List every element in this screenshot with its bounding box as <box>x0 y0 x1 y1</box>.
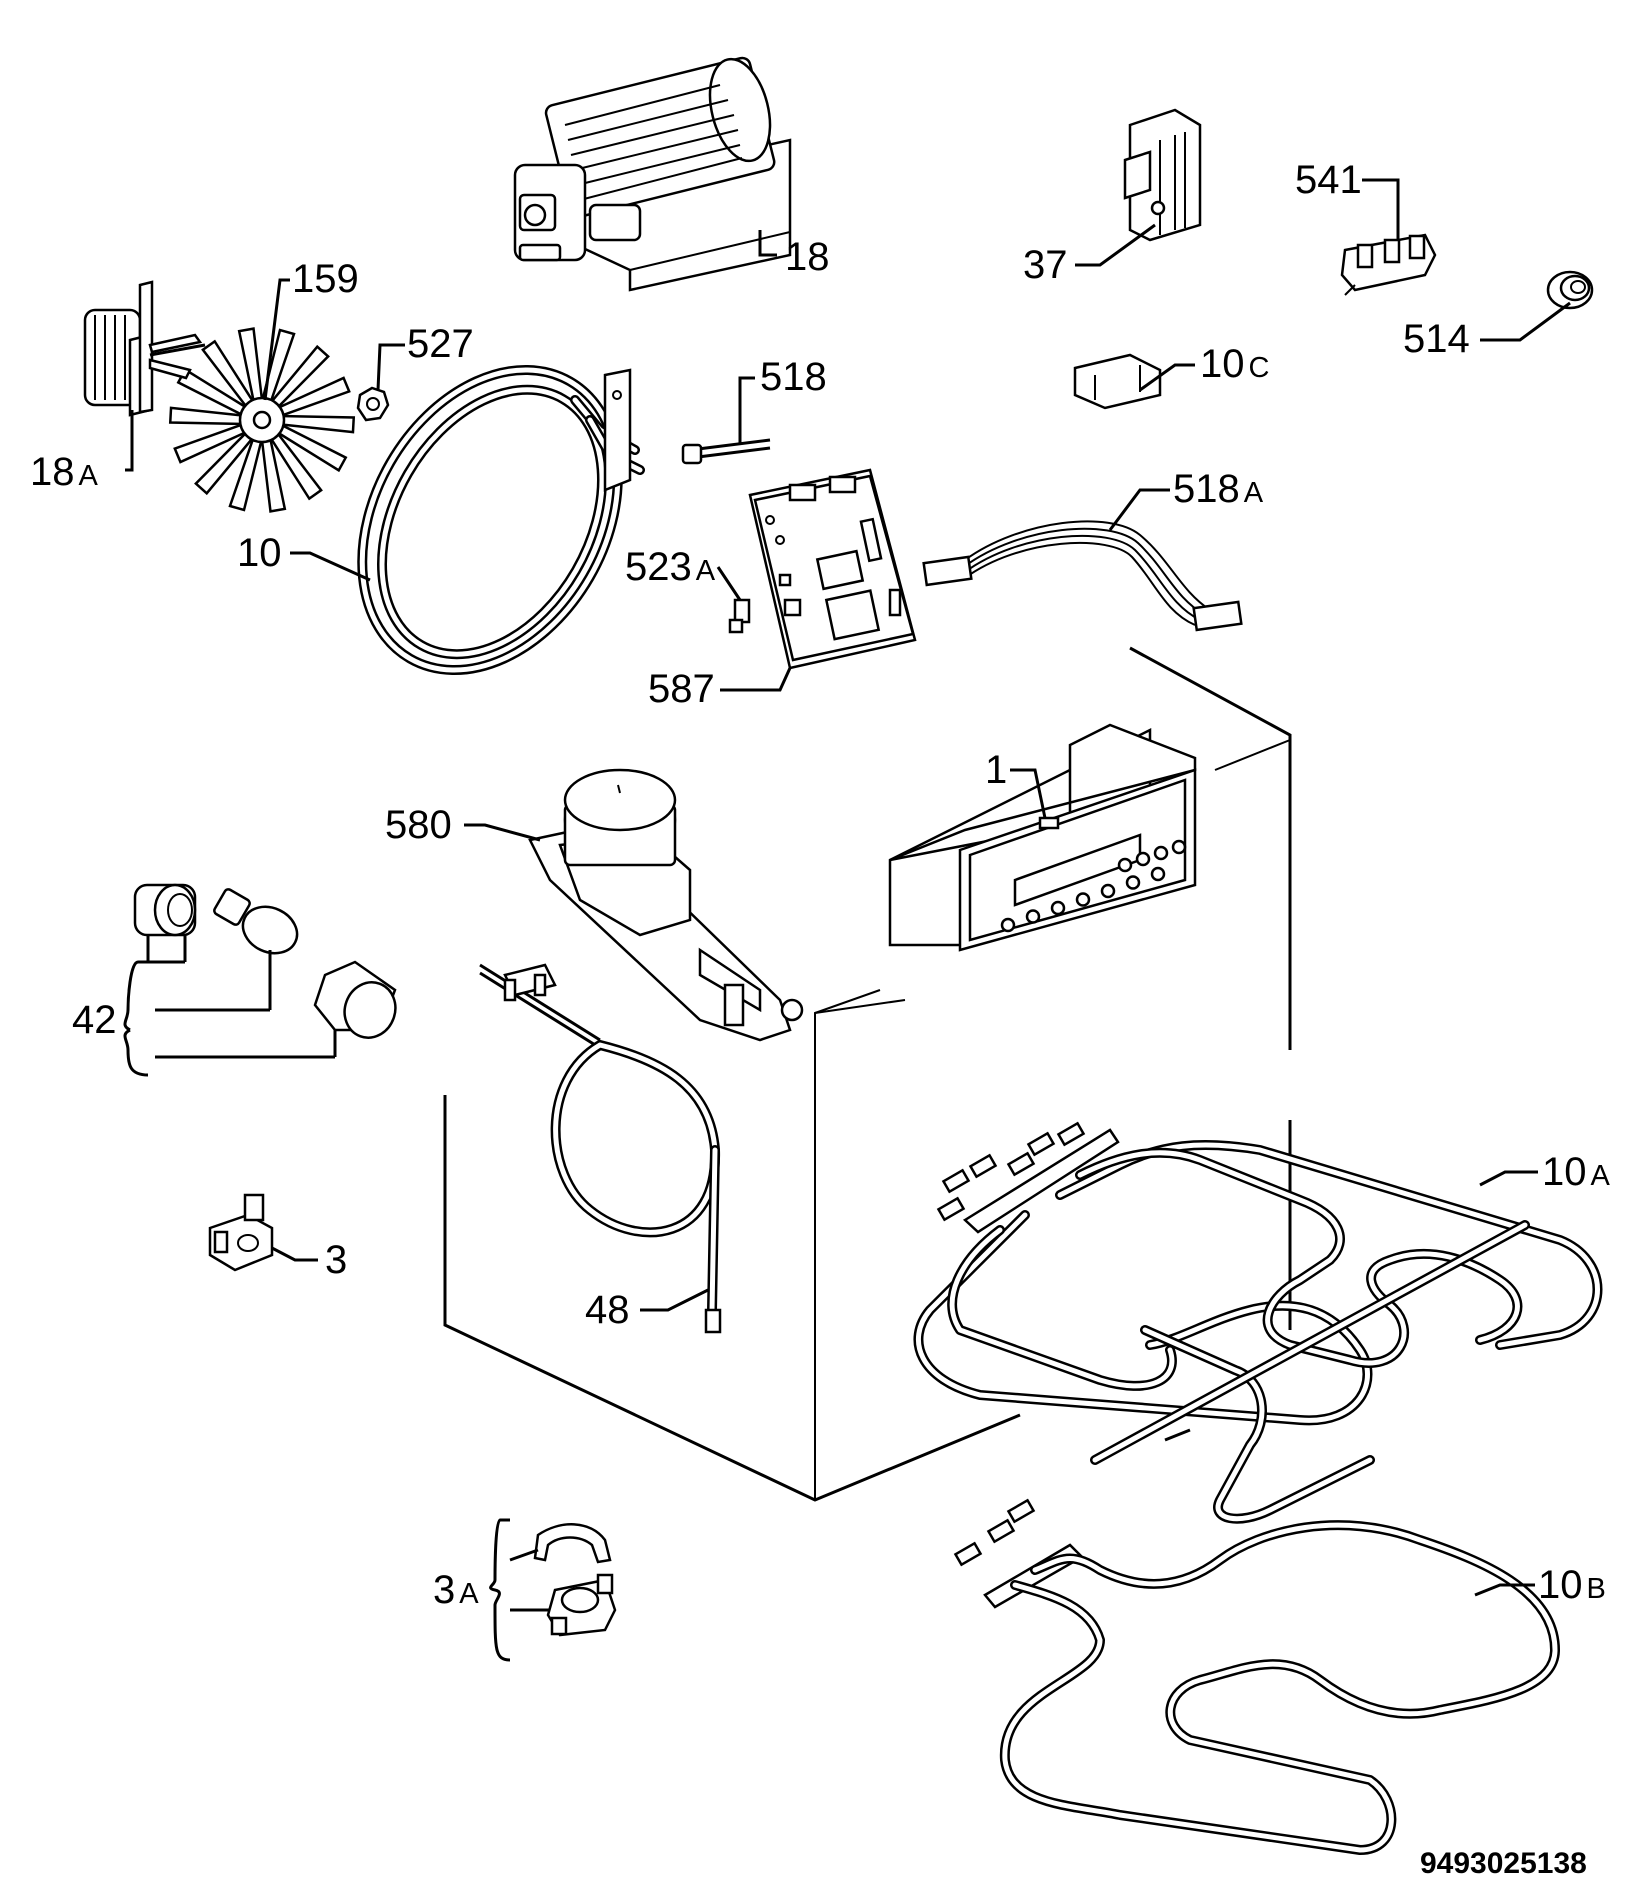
panel-button <box>1135 851 1151 867</box>
label-587: 587 <box>648 667 715 711</box>
label-18: 18 <box>785 235 830 279</box>
grill-heating-element <box>913 1121 1603 1524</box>
label-37: 37 <box>1023 243 1068 287</box>
wiring-harness <box>922 520 1243 632</box>
label-10: 10 <box>237 531 282 575</box>
door-switch <box>1123 108 1202 242</box>
panel-button <box>1150 866 1166 882</box>
panel-button <box>1100 883 1116 899</box>
circular-heating-element <box>357 364 645 676</box>
panel-button <box>1125 875 1141 890</box>
label-527: 527 <box>407 322 474 366</box>
label-42: 42 <box>72 998 117 1042</box>
clip-10c <box>1073 353 1162 410</box>
label-1: 1 <box>985 748 1007 792</box>
tangential-fan <box>513 56 792 292</box>
motor-assembly <box>528 768 804 1042</box>
panel-button <box>1075 892 1091 907</box>
fan-blade <box>168 327 356 513</box>
fan-motor <box>83 280 206 417</box>
panel-button <box>1117 857 1133 873</box>
temperature-sensor <box>681 438 771 465</box>
label-518: 518 <box>760 355 827 399</box>
control-panel <box>888 723 1197 952</box>
panel-button <box>1171 839 1187 855</box>
panel-button <box>1050 900 1066 916</box>
panel-button <box>1153 845 1169 861</box>
label-580: 580 <box>385 803 452 847</box>
bottom-heating-element <box>953 1498 1560 1855</box>
label-159: 159 <box>292 257 359 301</box>
grommet <box>1546 270 1594 310</box>
circuit-board <box>748 468 917 670</box>
fan-nut <box>356 386 390 422</box>
panel-button <box>1025 909 1041 924</box>
label-48: 48 <box>585 1288 630 1332</box>
connector-523a <box>728 598 751 634</box>
lamp-assembly <box>133 883 397 1039</box>
label-3: 3 <box>325 1238 347 1282</box>
reference-number: 9493025138 <box>1420 1847 1587 1880</box>
thermostat <box>208 1193 274 1272</box>
label-541: 541 <box>1295 158 1362 202</box>
label-514: 514 <box>1403 317 1470 361</box>
terminal-block <box>1340 233 1437 296</box>
panel-button <box>1000 917 1016 933</box>
probe-cable <box>479 963 722 1334</box>
thermostat-clips <box>533 1523 617 1637</box>
leader-lines <box>123 178 1571 1662</box>
